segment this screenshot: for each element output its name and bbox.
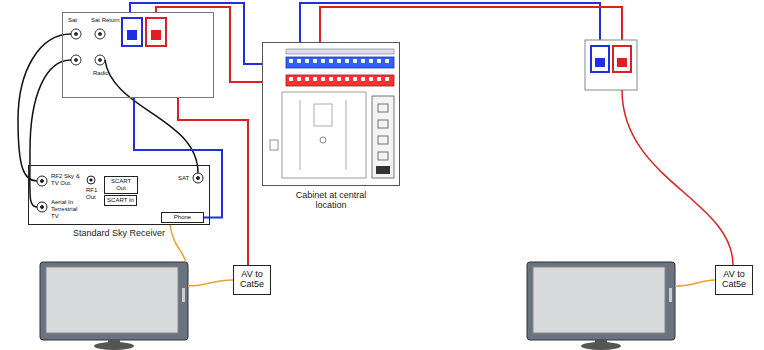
socket-label: Sat Return [91,17,120,24]
socket-label: Phone [174,214,191,221]
wall-plate: Sat Sat ReturnRadio [62,12,214,98]
cat5e-runs [300,3,622,42]
television [527,262,675,350]
device-label: Standard Sky Receiver [39,229,199,239]
device-label: Cabinet at central location [281,191,381,211]
cabinet: Cabinet at central location [262,42,400,186]
socket-label: Radio [93,70,109,77]
television [40,262,188,350]
converter-box: AV to Cat5e [233,265,271,295]
converter-box: AV to Cat5e [715,265,753,295]
coax-cables [18,34,198,207]
cat5e-cable [622,90,733,265]
scart-socket: SCART Out [104,176,138,194]
rj45-sockets [122,18,166,46]
cabinet-interior [270,49,394,178]
socket-label: SCART In [107,197,134,204]
socket-label: SCART Out [106,178,136,191]
port-label: SAT [178,175,194,182]
scart-socket: SCART In [104,195,137,206]
cable [156,7,262,82]
cable [178,98,248,265]
socket-label: Sat [68,17,77,24]
box-label: AV to Cat5e [717,270,751,290]
wall-plate [585,40,637,90]
port-label: RF1 Out [86,187,100,201]
port-label: Aerial In Terrestrial TV [51,199,85,220]
port-label: RF2 Sky & TV Out. [51,173,85,187]
wall-plate-sockets [71,29,105,65]
box-label: AV to Cat5e [235,270,269,290]
phone-socket: Phone [161,212,204,223]
